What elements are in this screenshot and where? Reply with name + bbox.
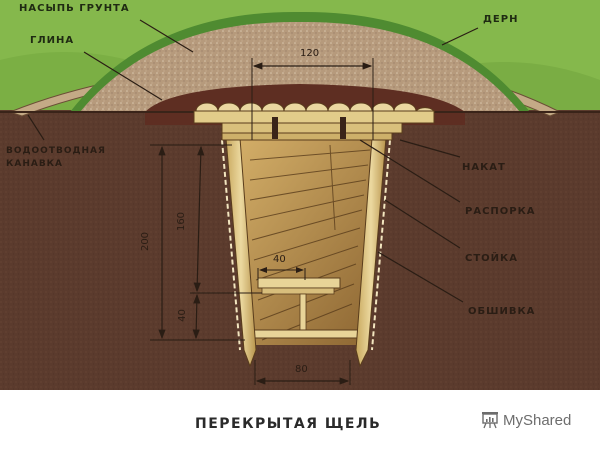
- bench-leg: [299, 293, 307, 331]
- diagram-title: ПЕРЕКРЫТАЯ ЩЕЛЬ: [195, 416, 382, 432]
- brand-name: MyShared: [503, 411, 572, 429]
- trench-diagram: НАСЫПЬ ГРУНТА ГЛИНА ДЕРН ВОДООТВОДНАЯ КА…: [0, 0, 600, 390]
- trench-illustration: [0, 0, 600, 390]
- label-vodootvodnaya: ВОДООТВОДНАЯ: [6, 146, 106, 156]
- label-kanavka: КАНАВКА: [6, 159, 64, 169]
- myshared-watermark[interactable]: MyShared: [481, 411, 571, 429]
- bench-seat: [257, 277, 341, 289]
- label-nakat: НАКАТ: [462, 162, 506, 173]
- dim-bottom-width: 80: [295, 364, 308, 375]
- dim-bench-height: 40: [176, 309, 188, 322]
- trench-floor: [245, 329, 369, 339]
- presentation-board-icon: [482, 412, 498, 429]
- label-rasporka: РАСПОРКА: [465, 206, 536, 217]
- dim-roof-width: 120: [300, 48, 320, 59]
- label-nasyp-grunta: НАСЫПЬ ГРУНТА: [19, 3, 130, 14]
- roof-logs: [193, 102, 436, 141]
- dim-total-depth: 200: [140, 231, 152, 252]
- label-obshivka: ОБШИВКА: [468, 306, 536, 317]
- label-dern: ДЕРН: [483, 14, 519, 25]
- label-stoyka: СТОЙКА: [465, 253, 518, 264]
- label-glina: ГЛИНА: [30, 35, 75, 46]
- dim-bench-width: 40: [273, 254, 286, 265]
- dim-upper-depth: 160: [176, 211, 188, 232]
